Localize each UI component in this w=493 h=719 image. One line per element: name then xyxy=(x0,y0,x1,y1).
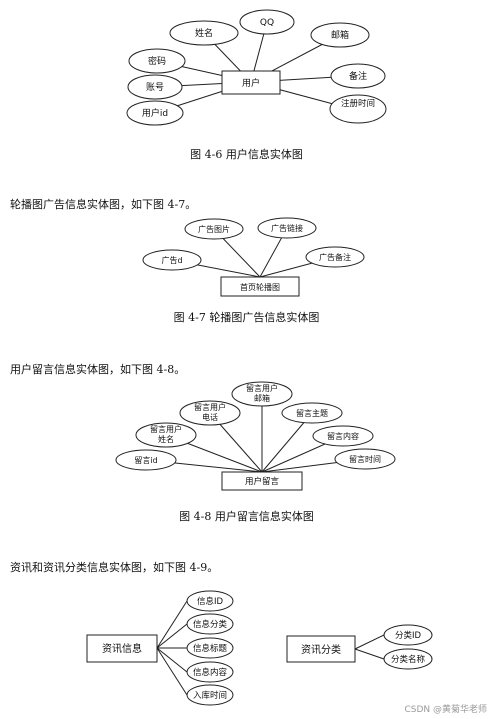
attr-password-label: 密码 xyxy=(148,55,166,67)
attr-ad-id-label: 广告d xyxy=(161,255,182,265)
attr-news-title-label: 信息标题 xyxy=(193,643,228,654)
attr-news-time-label: 入库时间 xyxy=(193,690,227,701)
attr-register-time-text: 注册时间 xyxy=(341,99,375,109)
attr-news-content xyxy=(186,661,234,683)
attr-ad-image-label: 广告图片 xyxy=(198,224,230,234)
attr-msg-phone-text: 留言用户电话 xyxy=(194,403,226,422)
attr-news-content-label: 信息内容 xyxy=(193,667,228,678)
paragraph-fig-4-9: 资讯和资讯分类信息实体图，如下图 4-9。 xyxy=(10,561,219,574)
attr-msg-id-label: 留言id xyxy=(134,455,157,465)
attr-ad-remark xyxy=(305,246,365,268)
attr-msg-content xyxy=(312,425,374,447)
attr-remark xyxy=(330,63,386,89)
entity-user-label: 用户 xyxy=(242,77,260,89)
attr-ad-link-label: 广告链接 xyxy=(271,223,303,233)
attr-msg-subject xyxy=(281,402,343,424)
attr-ad-remark-label: 广告备注 xyxy=(319,252,351,262)
attr-msg-content-label: 留言内容 xyxy=(327,431,359,441)
attr-account-label: 账号 xyxy=(146,82,164,93)
attr-msg-phone xyxy=(179,400,241,426)
attr-email xyxy=(310,22,370,48)
attr-msg-email-text: 留言用户邮箱 xyxy=(246,384,278,403)
attr-msg-username xyxy=(135,422,197,448)
attr-category-id-label: 分类ID xyxy=(395,630,422,641)
attr-category-name xyxy=(383,648,433,670)
attr-news-title xyxy=(186,637,234,659)
attr-msg-username-text: 留言用户姓名 xyxy=(150,425,182,444)
attr-user-id xyxy=(126,100,184,126)
attr-name xyxy=(169,20,239,46)
er-figure-4-9: 资讯信息 信息ID 信息分类 信息标题 信息内容 入库时间 资讯分类 分类ID … xyxy=(86,590,433,706)
attr-news-category xyxy=(186,613,234,635)
entity-message-label: 用户留言 xyxy=(245,476,280,487)
entity-news-category-label: 资讯分类 xyxy=(301,643,341,656)
attr-msg-id xyxy=(115,449,177,471)
entity-carousel xyxy=(220,276,300,297)
attr-news-id-label: 信息ID xyxy=(197,596,224,607)
er-figure-4-8: 用户留言 留言用户邮箱 留言用户电话 留言主题 留言用户姓名 留言内容 留言id… xyxy=(115,381,396,491)
attr-news-time xyxy=(186,684,234,706)
attr-account xyxy=(127,74,183,100)
attr-register-time xyxy=(329,94,387,124)
entity-user xyxy=(221,70,281,95)
entity-message xyxy=(221,471,303,491)
attr-msg-time-label: 留言时间 xyxy=(349,454,381,464)
attr-news-category-label: 信息分类 xyxy=(193,619,228,630)
attr-qq-label: QQ xyxy=(260,18,274,28)
entity-news-label: 资讯信息 xyxy=(102,642,142,655)
entity-news-category xyxy=(286,635,356,663)
attr-ad-image xyxy=(184,218,244,240)
caption-fig-4-8: 图 4-8 用户留言信息实体图 xyxy=(179,510,314,523)
caption-fig-4-7: 图 4-7 轮播图广告信息实体图 xyxy=(173,311,320,324)
attr-msg-email xyxy=(231,381,293,407)
paragraph-fig-4-8: 用户留言信息实体图，如下图 4-8。 xyxy=(10,363,186,376)
caption-fig-4-6: 图 4-6 用户信息实体图 xyxy=(190,148,303,161)
attr-email-label: 邮箱 xyxy=(331,29,349,41)
er-figure-4-6: 用户 姓名 QQ 邮箱 密码 账号 用户id 备注 注册时间 xyxy=(126,9,387,126)
attr-category-name-label: 分类名称 xyxy=(391,654,426,665)
paragraph-fig-4-7: 轮播图广告信息实体图，如下图 4-7。 xyxy=(10,198,197,211)
attr-msg-subject-label: 留言主题 xyxy=(296,408,328,418)
watermark: CSDN @黄菊华老师 xyxy=(404,705,487,715)
attr-password xyxy=(128,48,186,74)
entity-news xyxy=(86,634,158,663)
attr-remark-label: 备注 xyxy=(349,70,367,82)
entity-carousel-label: 首页轮播图 xyxy=(240,282,280,292)
attr-qq xyxy=(239,9,295,35)
attr-ad-link xyxy=(257,217,317,239)
er-figure-4-7: 首页轮播图 广告图片 广告链接 广告d 广告备注 xyxy=(142,217,365,297)
attr-name-label: 姓名 xyxy=(195,27,213,39)
attr-user-id-label: 用户id xyxy=(142,107,168,119)
attr-msg-time xyxy=(334,448,396,470)
attr-category-id xyxy=(383,624,433,646)
attr-ad-id xyxy=(142,249,202,271)
attr-news-id xyxy=(186,590,234,612)
